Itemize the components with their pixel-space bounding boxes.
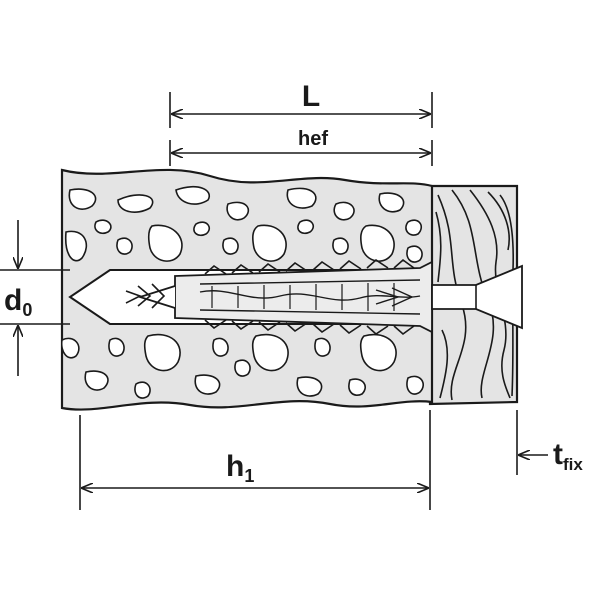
label-tfix: tfix [553,438,583,474]
label-d0-main: d [4,284,22,317]
label-tfix-main: t [553,438,563,471]
label-L: L [302,80,320,113]
dimension-d0: d0 [0,220,70,376]
label-h1-sub: 1 [244,466,254,486]
label-d0-sub: 0 [22,300,32,320]
label-tfix-sub: fix [563,455,583,474]
aggregate-stones [62,185,424,399]
label-hef: hef [298,128,328,150]
screw [125,264,523,330]
anchor-plug [174,258,433,336]
dimension-hef: hef [169,128,433,166]
dimension-L: L [169,80,433,128]
dimension-tfix: tfix [516,410,583,475]
label-h1: h1 [226,450,254,486]
label-h1-main: h [226,450,244,483]
label-d0: d0 [4,284,32,320]
dimension-h1: h1 [79,410,431,510]
